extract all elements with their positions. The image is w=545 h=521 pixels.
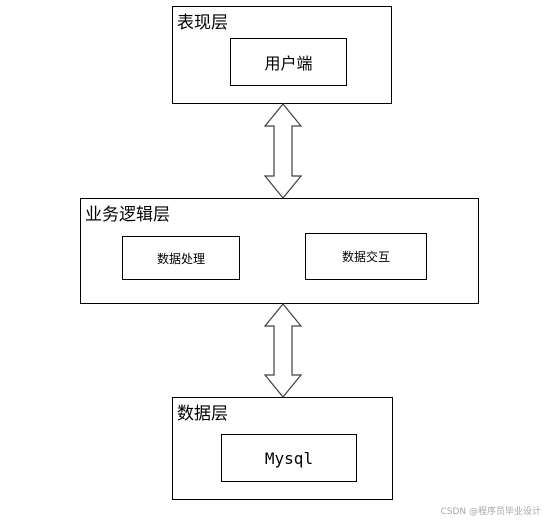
- mysql-label: Mysql: [264, 448, 314, 468]
- mysql-box: Mysql: [221, 434, 357, 482]
- data-layer: 数据层 Mysql: [172, 397, 393, 500]
- user-client-label: 用户端: [264, 54, 313, 73]
- data-processing-box: 数据处理: [122, 236, 240, 280]
- data-processing-label: 数据处理: [156, 251, 205, 266]
- watermark-text: CSDN @程序员毕业设计: [440, 507, 541, 517]
- presentation-layer: 表现层 用户端: [172, 6, 392, 104]
- data-interaction-label: 数据交互: [341, 250, 390, 264]
- business-logic-layer: 业务逻辑层 数据处理 数据交互: [80, 198, 479, 304]
- double-arrow-top: [263, 103, 303, 199]
- business-logic-layer-title: 业务逻辑层: [85, 205, 170, 225]
- presentation-layer-title: 表现层: [177, 13, 228, 33]
- data-interaction-box: 数据交互: [305, 233, 427, 280]
- double-arrow-bottom: [263, 303, 303, 398]
- data-layer-title: 数据层: [177, 404, 228, 424]
- user-client-box: 用户端: [230, 38, 347, 86]
